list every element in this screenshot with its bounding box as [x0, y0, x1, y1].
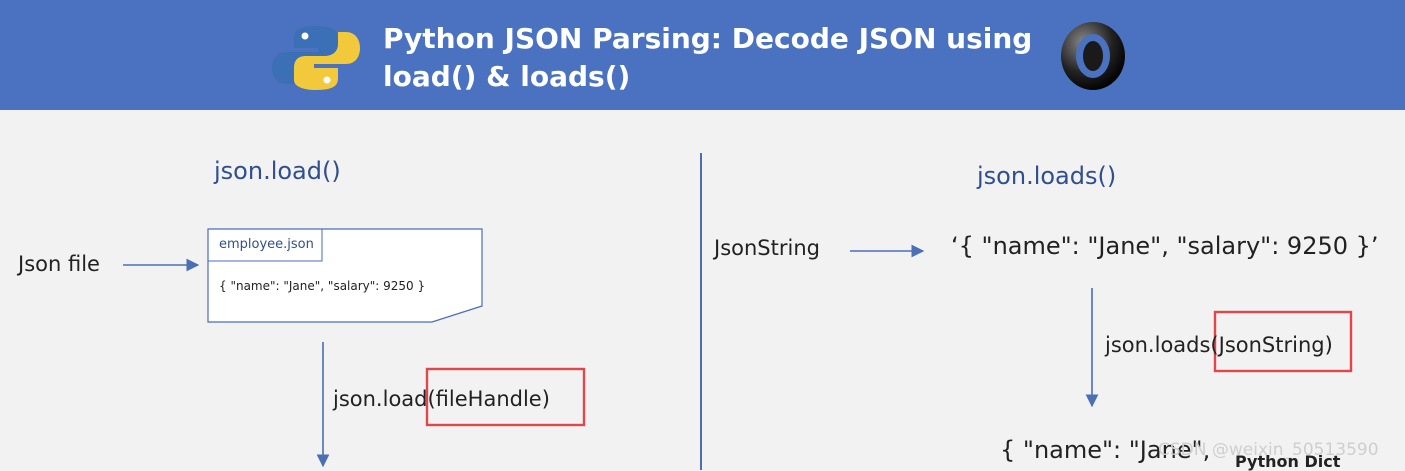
- loads-heading: json.loads(): [977, 162, 1117, 190]
- json-string-label: JsonString: [714, 236, 820, 260]
- python-logo-icon: [272, 26, 360, 90]
- document-filename: employee.json: [219, 237, 314, 252]
- loads-call-text: json.loads(JsonString): [1105, 333, 1333, 357]
- title-line-1: Python JSON Parsing: Decode JSON using: [383, 22, 1033, 55]
- page-title: Python JSON Parsing: Decode JSON using l…: [383, 20, 1063, 96]
- json-string-value: ‘{ "name": "Jane", "salary": 9250 }’: [951, 232, 1379, 260]
- title-banner: Python JSON Parsing: Decode JSON using l…: [0, 0, 1405, 110]
- document-content: { "name": "Jane", "salary": 9250 }: [219, 279, 426, 293]
- load-heading: json.load(): [214, 157, 341, 185]
- python-dict-result: { "name": "Jane",: [1000, 436, 1211, 464]
- title-line-2: load() & loads(): [383, 60, 631, 93]
- python-dict-label: Python Dict: [1235, 452, 1341, 471]
- json-logo-icon: [1061, 22, 1125, 90]
- watermark: CSDN @weixin_50513590: [1158, 440, 1379, 460]
- employee-json-document: [207, 228, 483, 323]
- load-call-text: json.load(fileHandle): [333, 387, 550, 411]
- json-file-label: Json file: [18, 252, 100, 276]
- panel-divider: [700, 153, 702, 470]
- jsonstring-highlight-box: [1213, 310, 1353, 373]
- filehandle-highlight-box: [425, 367, 586, 427]
